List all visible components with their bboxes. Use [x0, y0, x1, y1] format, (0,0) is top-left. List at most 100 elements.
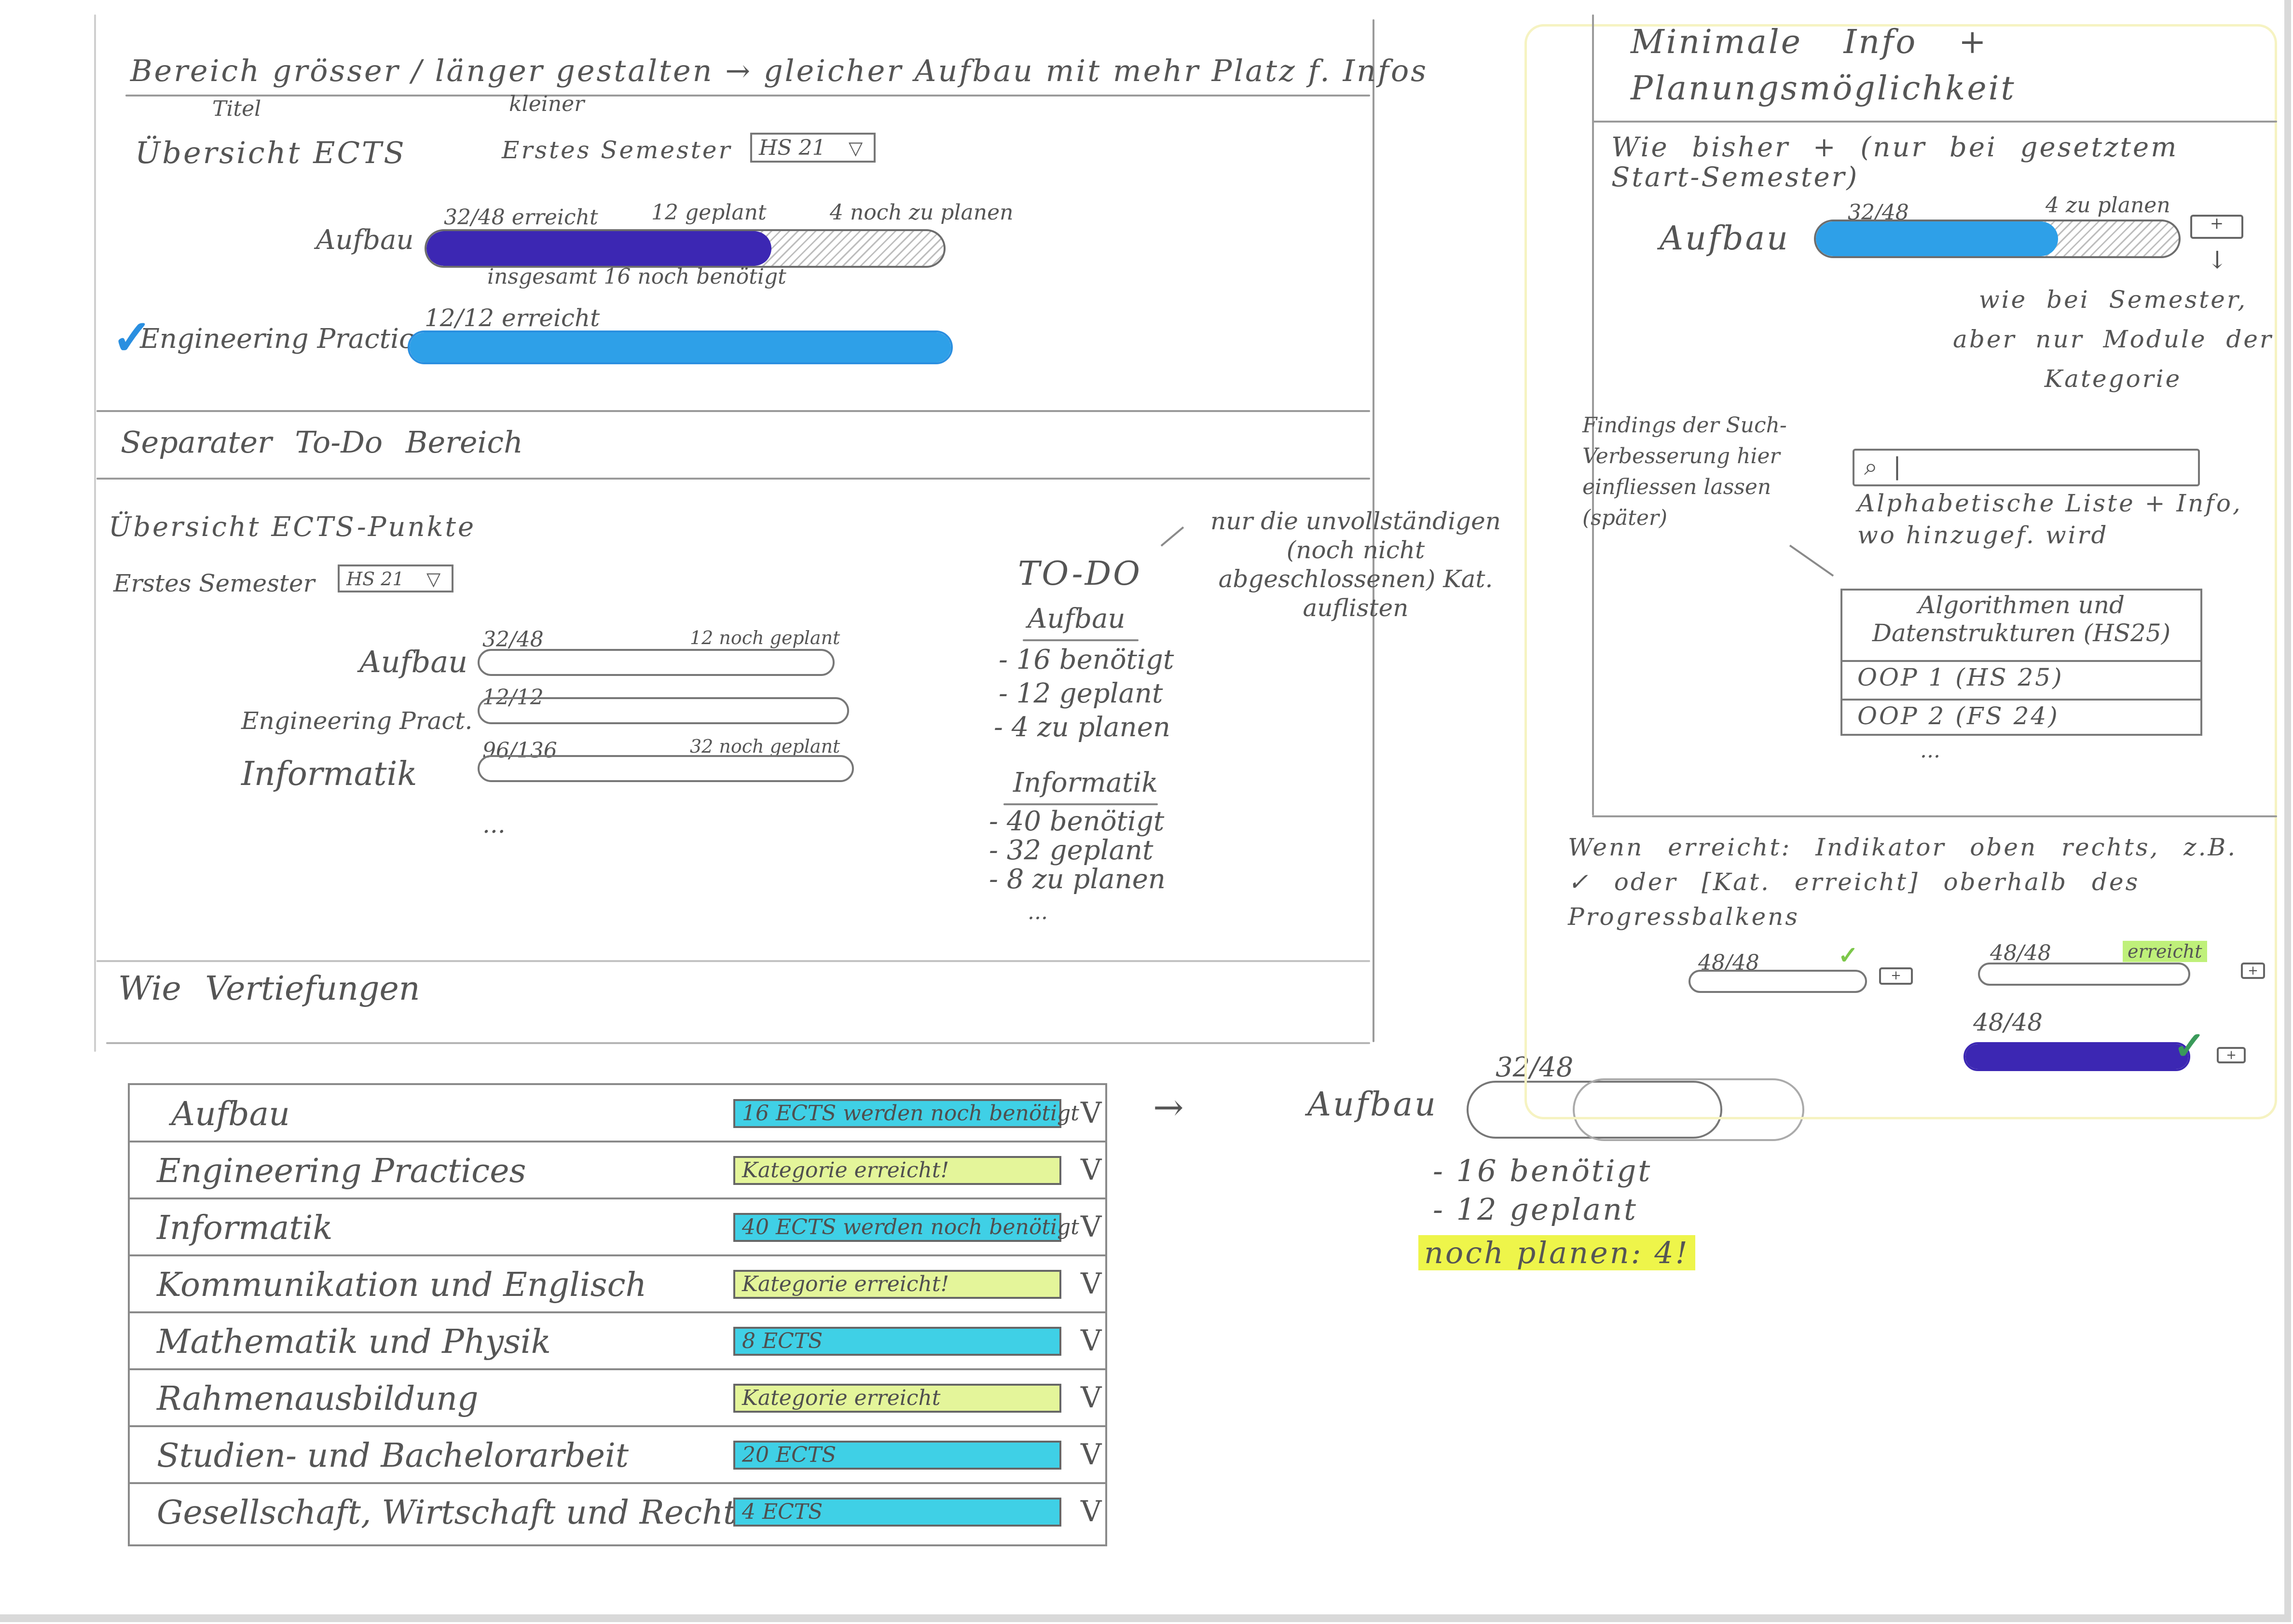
left-panel-left-border	[94, 14, 96, 1052]
chevron-down-icon: ▽	[426, 568, 441, 590]
todo-aufbau-item-3: - 4 zu planen	[994, 712, 1170, 743]
chevron-down-icon[interactable]: V	[1081, 1438, 1102, 1472]
indicator-example-3-plus[interactable]: +	[2217, 1047, 2246, 1063]
todo-row-ep-bar	[478, 697, 849, 724]
right-panel-bottom-border	[1592, 815, 2277, 817]
ep-label: Engineering Practice	[140, 323, 430, 355]
accordion-row-status-badge: Kategorie erreicht	[733, 1384, 1061, 1413]
module-item-2[interactable]: OOP 1 (HS 25)	[1857, 663, 2064, 691]
divider-1	[96, 410, 1370, 412]
chevron-down-icon[interactable]: V	[1081, 1210, 1102, 1244]
right-panel-highlight-border	[1524, 24, 2277, 1119]
expanded-item-planned: - 12 geplant	[1433, 1192, 1638, 1227]
expanded-aufbau-label: Aufbau	[1307, 1086, 1438, 1124]
todo-informatik-item-1: - 40 benötigt	[989, 806, 1165, 837]
accordion-row-divider	[128, 1197, 1107, 1199]
check-icon: ✓	[112, 309, 152, 366]
indicator-example-1-bar	[1689, 970, 1867, 993]
accordion-row-status-badge: 16 ECTS werden noch benötigt	[733, 1099, 1079, 1128]
chevron-down-icon[interactable]: V	[1081, 1495, 1102, 1528]
right-aufbau-plus-button[interactable]: +	[2190, 215, 2243, 239]
expanded-to-plan-highlight: noch planen: 4!	[1418, 1235, 1695, 1270]
divider-2	[96, 478, 1370, 480]
aufbau-reached-text: 32/48 erreicht	[444, 205, 598, 230]
ep-reached-text: 12/12 erreicht	[425, 304, 600, 332]
indicator-example-3-value: 48/48	[1973, 1008, 2043, 1036]
chevron-down-icon[interactable]: V	[1081, 1096, 1102, 1130]
expanded-aufbau-bar-shadow	[1573, 1078, 1804, 1141]
heading-underline	[125, 95, 1370, 96]
todo-row-informatik-bar	[478, 755, 854, 782]
accordion-row-status-badge: Kategorie erreicht!	[733, 1270, 1061, 1299]
right-aufbau-progress-bar	[1814, 220, 2181, 258]
indicator-example-2-plus[interactable]: +	[2241, 963, 2265, 979]
accordion-row-label: Engineering Practices	[157, 1152, 526, 1190]
indicator-example-1-plus[interactable]: +	[1879, 967, 1913, 985]
chevron-down-icon[interactable]: V	[1081, 1324, 1102, 1358]
todo-group-informatik-underline	[1003, 803, 1158, 805]
module-search-input[interactable]: ⌕ |	[1853, 449, 2200, 486]
module-list-ellipsis: ...	[1920, 738, 1940, 763]
accordion-row-divider	[128, 1141, 1107, 1142]
aufbau-label: Aufbau	[316, 224, 414, 256]
accordion-row-label: Gesellschaft, Wirtschaft und Recht	[157, 1494, 737, 1532]
expanded-item-needed: - 16 benötigt	[1433, 1153, 1652, 1188]
aufbau-to-plan-text: 4 noch zu planen	[830, 200, 1014, 225]
aufbau-total-needed: insgesamt 16 noch benötigt	[487, 264, 786, 289]
right-aufbau-fill	[1816, 221, 2058, 256]
note-title: Titel	[212, 96, 261, 121]
accordion-row-label: Aufbau	[171, 1095, 290, 1133]
todo-row-aufbau-value: 32/48	[482, 627, 544, 652]
todo-row-aufbau-label: Aufbau	[359, 644, 468, 679]
accordion-row[interactable]: Kommunikation und Englisch Kategorie erre…	[128, 1256, 1107, 1313]
arrow-down-icon: ↓	[2207, 246, 2227, 274]
search-icon: ⌕	[1864, 453, 1878, 481]
indicator-example-2-value: 48/48	[1990, 941, 2051, 965]
indicator-example-3-fill	[1965, 1044, 2188, 1069]
accordion-row-divider	[128, 1425, 1107, 1427]
accordion-row[interactable]: Engineering Practices Kategorie erreicht!…	[128, 1142, 1107, 1199]
divider-3	[96, 960, 1370, 962]
chevron-down-icon[interactable]: V	[1081, 1153, 1102, 1187]
chevron-down-icon[interactable]: V	[1081, 1381, 1102, 1415]
module-item-3[interactable]: OOP 2 (FS 24)	[1857, 702, 2060, 730]
todo-semester-select[interactable]: HS 21 ▽	[338, 564, 453, 592]
semester-select[interactable]: HS 21 ▽	[750, 133, 876, 163]
todo-aufbau-item-2: - 12 geplant	[999, 678, 1163, 709]
todo-informatik-item-3: - 8 zu planen	[989, 864, 1166, 895]
accordion-row-status-badge: Kategorie erreicht!	[733, 1156, 1061, 1185]
accordion-row-label: Kommunikation und Englisch	[157, 1266, 647, 1304]
check-icon: ✓	[2173, 1023, 2206, 1068]
section-heading: Bereich grösser / länger gestalten → gle…	[130, 53, 1428, 88]
module-item-1[interactable]: Algorithmen und Datenstrukturen (HS25)	[1872, 591, 2171, 647]
ep-reached-fill	[410, 332, 951, 362]
accordion-row-status-badge: 20 ECTS	[733, 1441, 1061, 1470]
todo-informatik-item-2: - 32 geplant	[989, 835, 1153, 866]
aufbau-progress-bar	[425, 229, 946, 268]
note-smaller: kleiner	[509, 92, 585, 116]
accordion-row-divider	[128, 1254, 1107, 1256]
right-heading-divider	[1592, 121, 2277, 123]
indicator-note: Wenn erreicht: Indikator oben rechts, z.…	[1568, 833, 2238, 931]
accordion-row-status-badge: 40 ECTS werden noch benötigt	[733, 1213, 1079, 1242]
aufbau-planned-text: 12 geplant	[651, 200, 767, 225]
findings-note: Findings der Such-Verbesserung hier einf…	[1582, 413, 1787, 530]
todo-group-aufbau-underline	[1023, 639, 1139, 641]
indicator-example-2-bar	[1978, 963, 2190, 986]
chevron-down-icon[interactable]: V	[1081, 1267, 1102, 1301]
todo-row-informatik-planned: 32 noch geplant	[690, 736, 840, 757]
ep-progress-bar	[408, 330, 953, 364]
check-icon: ✓	[1838, 941, 1858, 969]
expanded-aufbau-value: 32/48	[1496, 1052, 1574, 1083]
categories-accordion	[128, 1083, 1107, 1546]
todo-group-aufbau-title: Aufbau	[1028, 603, 1126, 634]
todo-title: TO-DO	[1018, 555, 1142, 593]
todo-aufbau-item-1: - 16 benötigt	[999, 644, 1174, 675]
